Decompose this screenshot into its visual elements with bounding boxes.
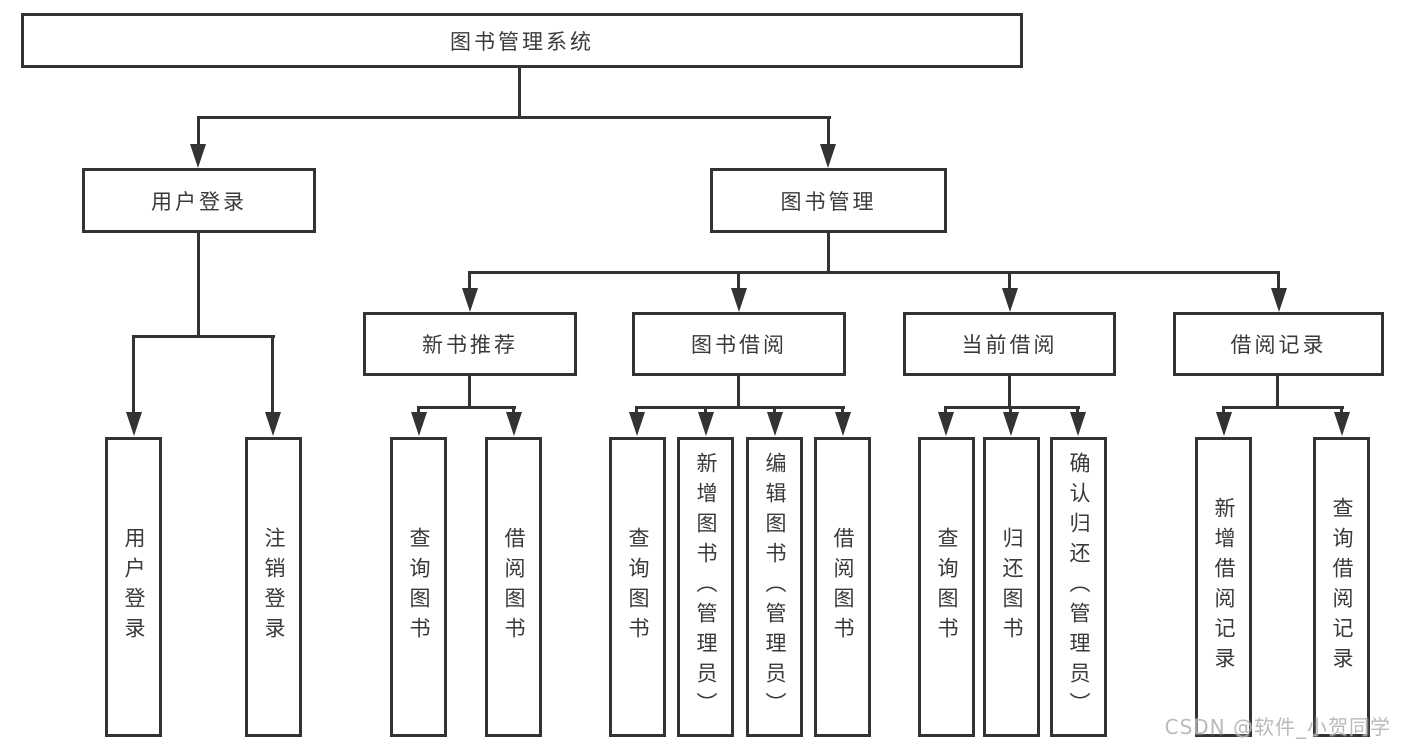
connector-line [1276, 376, 1279, 408]
connector-line [737, 271, 740, 291]
arrow-down-icon [835, 412, 851, 436]
arrow-down-icon [506, 412, 522, 436]
leaf-label: 查询图书 [626, 527, 650, 647]
leaf-label: 查询借阅记录 [1330, 497, 1354, 677]
connector-line [841, 406, 844, 415]
leaf-label: 新增图书（管理员） [694, 452, 718, 722]
connector-line [468, 271, 471, 291]
connector-line [773, 406, 776, 415]
leaf-label: 查询图书 [407, 527, 431, 647]
connector-line [1008, 271, 1011, 291]
connector-line [1222, 406, 1225, 415]
arrow-down-icon [1334, 412, 1350, 436]
arrow-down-icon [265, 412, 281, 436]
node-user-login: 用户登录 [82, 168, 316, 233]
node-book-borrow: 图书借阅 [632, 312, 846, 376]
arrow-down-icon [820, 144, 836, 168]
leaf-borrow-query-books: 查询图书 [609, 437, 666, 737]
connector-line [518, 68, 521, 118]
connector-line [1076, 406, 1079, 415]
leaf-current-query-books: 查询图书 [918, 437, 975, 737]
arrow-down-icon [411, 412, 427, 436]
connector-line [1277, 271, 1280, 291]
leaf-label: 编辑图书（管理员） [763, 452, 787, 722]
connector-line [737, 376, 740, 408]
arrow-down-icon [462, 288, 478, 312]
arrow-down-icon [1002, 288, 1018, 312]
connector-line [827, 233, 830, 274]
connector-line [132, 335, 275, 338]
connector-line [635, 406, 638, 415]
leaf-recommend-borrow-books: 借阅图书 [485, 437, 542, 737]
leaf-current-confirm-return-admin: 确认归还（管理员） [1050, 437, 1107, 737]
node-new-book-recommend: 新书推荐 [363, 312, 577, 376]
connector-line [1222, 406, 1344, 409]
leaf-label: 注销登录 [262, 527, 286, 647]
arrow-down-icon [1216, 412, 1232, 436]
connector-line [197, 116, 831, 119]
leaf-logout-login: 注销登录 [245, 437, 302, 737]
connector-line [132, 335, 135, 414]
leaf-borrow-borrow-books: 借阅图书 [814, 437, 871, 737]
leaf-label: 确认归还（管理员） [1067, 452, 1091, 722]
connector-line [468, 271, 1280, 274]
arrow-down-icon [126, 412, 142, 436]
connector-line [635, 406, 845, 409]
connector-line [417, 406, 516, 409]
leaf-borrow-edit-books-admin: 编辑图书（管理员） [746, 437, 803, 737]
node-library-management-system: 图书管理系统 [21, 13, 1023, 68]
arrow-down-icon [938, 412, 954, 436]
leaf-label: 查询图书 [935, 527, 959, 647]
connector-line [1008, 376, 1011, 408]
leaf-label: 归还图书 [1000, 527, 1024, 647]
leaf-current-return-books: 归还图书 [983, 437, 1040, 737]
connector-line [197, 233, 200, 338]
node-book-management: 图书管理 [710, 168, 947, 233]
leaf-label: 借阅图书 [831, 527, 855, 647]
connector-line [827, 116, 830, 146]
node-borrow-records: 借阅记录 [1173, 312, 1384, 376]
arrow-down-icon [1070, 412, 1086, 436]
connector-line [271, 335, 274, 414]
connector-line [417, 406, 420, 415]
leaf-recommend-query-books: 查询图书 [390, 437, 447, 737]
leaf-label: 借阅图书 [502, 527, 526, 647]
connector-line [468, 376, 471, 408]
connector-line [512, 406, 515, 415]
connector-line [1009, 406, 1012, 415]
arrow-down-icon [190, 144, 206, 168]
node-current-borrow: 当前借阅 [903, 312, 1116, 376]
csdn-watermark: CSDN @软件_小贺同学 [1164, 715, 1391, 739]
arrow-down-icon [1271, 288, 1287, 312]
leaf-label: 新增借阅记录 [1212, 497, 1236, 677]
leaf-user-login: 用户登录 [105, 437, 162, 737]
leaf-label: 用户登录 [122, 527, 146, 647]
arrow-down-icon [1003, 412, 1019, 436]
arrow-down-icon [698, 412, 714, 436]
arrow-down-icon [629, 412, 645, 436]
arrow-down-icon [731, 288, 747, 312]
leaf-records-add-record: 新增借阅记录 [1195, 437, 1252, 737]
connector-line [197, 116, 200, 146]
connector-line [704, 406, 707, 415]
connector-line [1340, 406, 1343, 415]
leaf-records-query-record: 查询借阅记录 [1313, 437, 1370, 737]
connector-line [944, 406, 1080, 409]
connector-line [944, 406, 947, 415]
leaf-borrow-add-books-admin: 新增图书（管理员） [677, 437, 734, 737]
arrow-down-icon [767, 412, 783, 436]
